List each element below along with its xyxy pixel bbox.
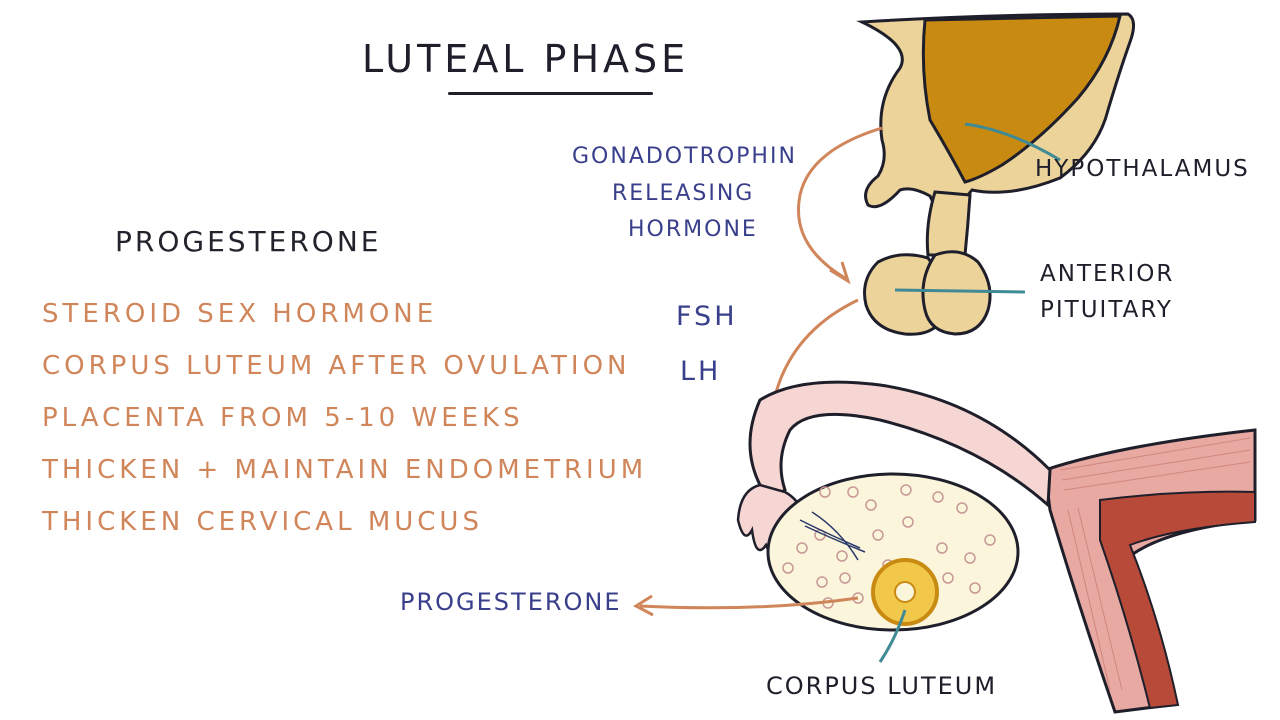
progesterone-facts-list: Steroid sex hormone Corpus luteum after … (42, 298, 647, 558)
page-title: Luteal Phase (362, 37, 690, 81)
pituitary-pointer (894, 288, 1026, 294)
fact-item: Placenta from 5-10 weeks (42, 403, 524, 433)
gnrh-arrowhead (829, 261, 851, 285)
gnrh-arrow (797, 126, 883, 280)
hypothalamus-pointer (964, 122, 1061, 162)
ovary-vessels (799, 511, 866, 561)
fact-item: Thicken cervical mucus (42, 507, 483, 537)
progesterone-output-arrow (639, 596, 859, 610)
anterior-pituitary-label-line2: Pituitary (1040, 297, 1173, 323)
title-underline (448, 92, 653, 95)
hypothalamus-inner-shape (921, 14, 1122, 184)
progesterone-output-label: Progesterone (400, 588, 622, 616)
corpus-luteum-label: Corpus luteum (766, 672, 998, 700)
fact-item: Steroid sex hormone (42, 299, 438, 329)
gnrh-label-line2: releasing (612, 181, 755, 206)
corpus-luteum-pointer (878, 609, 907, 663)
gnrh-label-line1: Gonadotrophin (572, 144, 797, 169)
corpus-luteum-center (894, 581, 916, 603)
ovary-follicles (782, 484, 996, 624)
progesterone-output-arrowhead (632, 594, 654, 617)
uterus-inner-lining (1099, 490, 1256, 710)
fsh-label: FSH (676, 301, 738, 332)
ovary (766, 472, 1020, 632)
progesterone-heading: Progesterone (115, 225, 382, 258)
gnrh-label-line3: hormone (628, 217, 758, 242)
lh-label: LH (680, 356, 722, 387)
fact-item: Thicken + maintain endometrium (42, 455, 648, 485)
hypothalamus-label: Hypothalamus (1035, 156, 1250, 182)
anterior-pituitary-label-line1: Anterior (1040, 261, 1175, 287)
fact-item: Corpus luteum after ovulation (42, 351, 631, 381)
posterior-pituitary-lobe (921, 250, 992, 336)
pituitary-stalk (925, 190, 972, 257)
